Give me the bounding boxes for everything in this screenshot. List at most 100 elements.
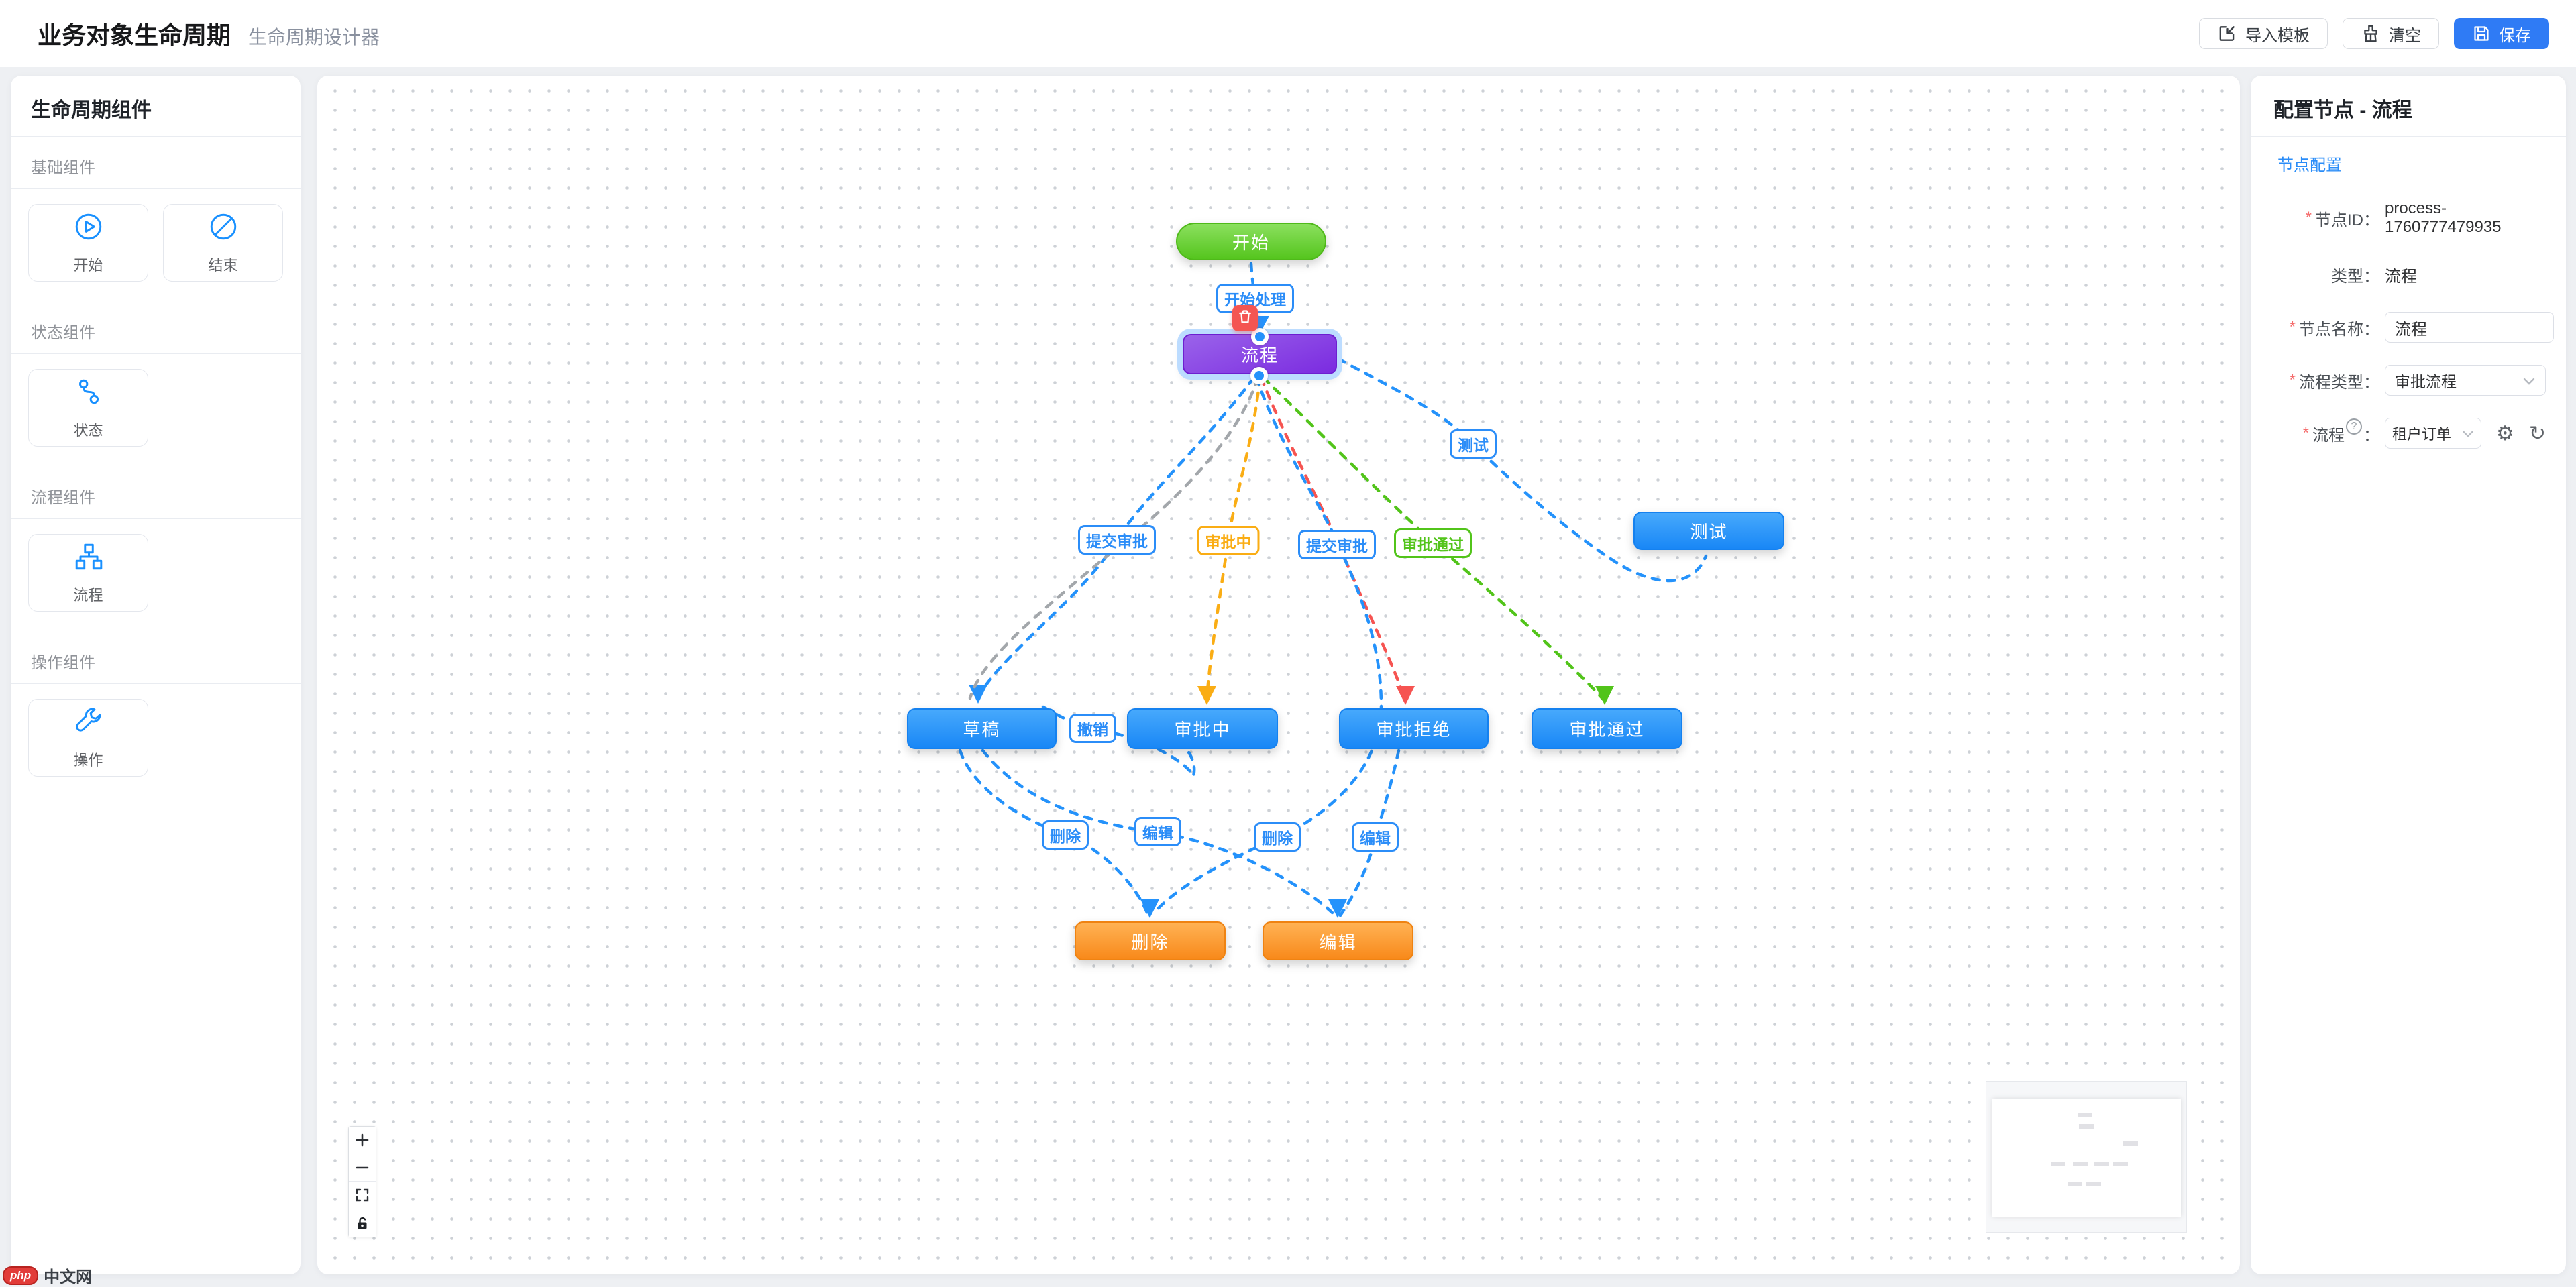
edge-label-test[interactable]: 测试 (1450, 429, 1497, 459)
field-node-name: * 节点名称： (2251, 312, 2554, 343)
required-mark: * (2289, 318, 2296, 336)
minimap-node (2113, 1162, 2128, 1166)
save-button[interactable]: 保存 (2454, 18, 2549, 49)
edge-label-approving[interactable]: 审批中 (1197, 526, 1260, 555)
trash-icon (1236, 308, 1254, 329)
help-icon[interactable]: ? (2346, 418, 2362, 435)
delete-edge-button[interactable] (1232, 305, 1258, 331)
palette-section-operation: 操作组件 操作 (11, 632, 301, 779)
refresh-icon[interactable]: ↻ (2528, 421, 2546, 445)
minimap-viewport[interactable] (1992, 1099, 2181, 1217)
node-rejected[interactable]: 审批拒绝 (1339, 708, 1489, 749)
header-actions: 导入模板 清空 保存 (2199, 18, 2549, 49)
edge-label-edit-1[interactable]: 编辑 (1134, 817, 1181, 846)
flow-label: 流程 (2312, 426, 2345, 445)
zoom-in-button[interactable] (349, 1127, 376, 1154)
node-process[interactable]: 流程 (1183, 334, 1337, 374)
section-label: 流程组件 (31, 489, 95, 507)
palette-item-label: 操作 (73, 751, 103, 769)
lock-button[interactable] (349, 1209, 376, 1237)
app-header: 业务对象生命周期 生命周期设计器 导入模板 清空 (0, 0, 2576, 67)
palette-section-basic: 基础组件 开始 结束 (11, 137, 301, 284)
palette-item-end[interactable]: 结束 (163, 204, 283, 282)
clear-icon (2361, 23, 2381, 44)
edge-label-submit-approval-2[interactable]: 提交审批 (1298, 530, 1376, 559)
required-mark: * (2302, 424, 2309, 442)
minimap-node (2123, 1141, 2138, 1146)
node-name-input[interactable] (2385, 312, 2554, 343)
fit-view-button[interactable] (349, 1182, 376, 1209)
colon: ： (2363, 267, 2379, 286)
divider (11, 353, 301, 354)
flow-type-label: 流程类型 (2299, 373, 2363, 392)
flow-type-select[interactable]: 审批流程 (2385, 365, 2546, 396)
divider (11, 188, 301, 189)
minimap-node (2086, 1182, 2101, 1186)
palette-item-start[interactable]: 开始 (28, 204, 148, 282)
node-id-value: process-1760777479935 (2385, 199, 2502, 236)
field-node-id: * 节点ID： process-1760777479935 (2251, 199, 2546, 237)
type-value: 流程 (2385, 267, 2417, 286)
wrench-icon (73, 706, 104, 740)
node-approving[interactable]: 审批中 (1127, 708, 1278, 749)
edge-label-approved[interactable]: 审批通过 (1394, 528, 1472, 558)
component-palette: 生命周期组件 基础组件 开始 结束 (11, 76, 301, 1274)
node-test[interactable]: 测试 (1633, 512, 1784, 550)
field-flow-type: * 流程类型： 审批流程 (2251, 365, 2546, 396)
sitemap-icon (73, 541, 104, 575)
palette-item-process[interactable]: 流程 (28, 534, 148, 612)
node-draft[interactable]: 草稿 (907, 708, 1057, 749)
flow-canvas[interactable]: 开始 流程 测试 草稿 审批中 审批拒绝 审批通过 删除 编辑 开始处理 提交审… (317, 76, 2240, 1274)
minimap-node (2079, 1124, 2094, 1129)
section-label: 基础组件 (31, 159, 95, 177)
gear-icon[interactable]: ⚙ (2496, 421, 2514, 445)
canvas-controls (348, 1126, 376, 1237)
minimap-node (2078, 1113, 2092, 1117)
colon: ： (2363, 373, 2379, 392)
flow-select[interactable]: 租户订单 (2385, 418, 2481, 449)
import-icon (2217, 23, 2237, 44)
minimap-node (2094, 1162, 2109, 1166)
section-label: 状态组件 (31, 324, 95, 342)
palette-section-process: 流程组件 流程 (11, 467, 301, 614)
node-id-label: 节点ID (2315, 211, 2363, 229)
palette-item-label: 状态 (73, 421, 103, 439)
edge-label-delete-2[interactable]: 删除 (1254, 822, 1301, 852)
section-label: 操作组件 (31, 654, 95, 672)
config-form: * 节点ID： process-1760777479935 类型： 流程 * 节… (2251, 175, 2566, 449)
edge-label-revoke[interactable]: 撤销 (1069, 714, 1116, 743)
palette-item-state[interactable]: 状态 (28, 369, 148, 447)
clear-button[interactable]: 清空 (2343, 18, 2439, 49)
zoom-out-button[interactable] (349, 1154, 376, 1182)
edge-label-submit-approval-1[interactable]: 提交审批 (1078, 525, 1156, 555)
palette-item-operation[interactable]: 操作 (28, 699, 148, 777)
colon: ： (2363, 211, 2379, 229)
tab-node-config[interactable]: 节点配置 (2277, 156, 2342, 174)
save-icon (2472, 24, 2491, 43)
palette-section-state: 状态组件 状态 (11, 302, 301, 449)
minimap-node (2051, 1162, 2065, 1166)
node-start[interactable]: 开始 (1176, 223, 1326, 260)
divider (11, 518, 301, 519)
node-edit[interactable]: 编辑 (1263, 921, 1413, 960)
minimap[interactable] (1986, 1081, 2187, 1233)
node-approved[interactable]: 审批通过 (1532, 708, 1682, 749)
import-template-label: 导入模板 (2245, 26, 2310, 45)
edge-label-edit-2[interactable]: 编辑 (1352, 822, 1399, 852)
flow-type-value: 审批流程 (2395, 373, 2457, 390)
save-label: 保存 (2499, 26, 2531, 45)
watermark: php 中文网 (3, 1264, 92, 1287)
port-bottom[interactable] (1250, 367, 1268, 384)
clear-label: 清空 (2389, 26, 2421, 45)
page-subtitle: 生命周期设计器 (248, 27, 380, 48)
watermark-text: 中文网 (44, 1268, 93, 1286)
flow-value: 租户订单 (2392, 426, 2452, 443)
edge-label-delete-1[interactable]: 删除 (1042, 820, 1089, 850)
import-template-button[interactable]: 导入模板 (2199, 18, 2328, 49)
colon: ： (2363, 320, 2379, 339)
node-delete[interactable]: 删除 (1075, 921, 1226, 960)
palette-item-label: 流程 (73, 586, 103, 604)
header-titles: 业务对象生命周期 生命周期设计器 (38, 16, 380, 51)
minimap-node (2068, 1182, 2082, 1186)
divider (11, 136, 301, 137)
